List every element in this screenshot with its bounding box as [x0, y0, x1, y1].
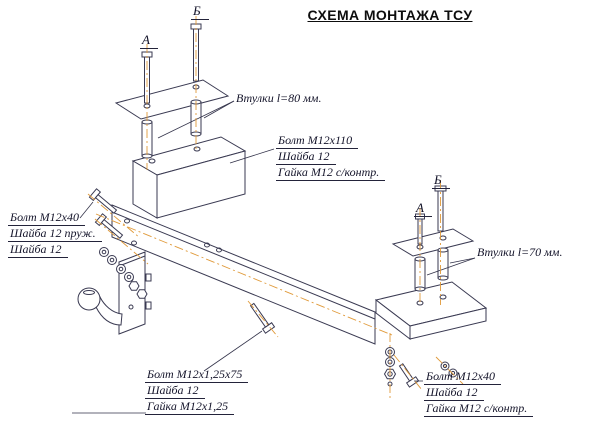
centerlines [87, 16, 464, 400]
rear-mounting-plate [391, 228, 475, 257]
callout-line: Болт М12х40 [8, 210, 85, 226]
section-mark-b-top: Б [191, 4, 209, 20]
callout-group-bolt-m12x40-right: Болт М12х40 Шайба 12 Гайка М12 с/контр. [424, 369, 534, 417]
callout-line: Болт М12х110 [276, 133, 359, 149]
callout-line: Гайка М12х1,25 [145, 399, 235, 415]
tow-ball-assembly [77, 251, 152, 335]
bolt-m12x40-left-2 [94, 213, 124, 239]
nut-left-1 [128, 281, 140, 291]
bolt-m12x40-right [398, 363, 420, 388]
front-bracket [131, 136, 247, 219]
nut-left-2 [136, 289, 148, 299]
callout-group-bolt-m12x110: Болт М12х110 Шайба 12 Гайка М12 с/контр. [276, 133, 386, 181]
section-mark-a-right: А [414, 201, 432, 217]
rear-bracket [374, 281, 488, 341]
callout-line: Шайба 12 [8, 242, 68, 258]
callout-line: Болт М12х40 [424, 369, 501, 385]
callout-line: Гайка М12 с/контр. [276, 165, 386, 181]
callout-line: Шайба 12 [276, 149, 336, 165]
front-mounting-plate [114, 79, 230, 120]
callout-group-bolt-m12x125x75: Болт М12х1,25х75 Шайба 12 Гайка М12х1,25 [145, 367, 249, 415]
section-mark-b-right: Б [432, 173, 450, 189]
callout-bushings-70: Втулки l=70 мм. [477, 245, 563, 259]
callout-line: Шайба 12 [145, 383, 205, 399]
callout-line: Гайка М12 с/контр. [424, 401, 534, 417]
callout-line: Шайба 12 пруж. [8, 226, 102, 242]
callout-line: Болт М12х1,25х75 [145, 367, 249, 383]
callout-group-bolt-m12x40-left: Болт М12х40 Шайба 12 пруж. Шайба 12 [8, 210, 102, 258]
callout-line: Шайба 12 [424, 385, 484, 401]
callout-bushings-80: Втулки l=80 мм. [236, 91, 322, 105]
section-mark-a-top: А [140, 33, 158, 49]
page-title: СХЕМА МОНТАЖА ТСУ [307, 7, 473, 23]
